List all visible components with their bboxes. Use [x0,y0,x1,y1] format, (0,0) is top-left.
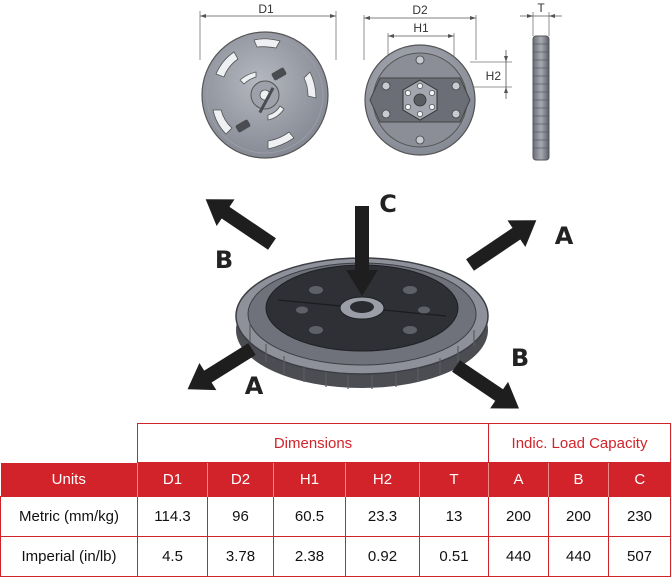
label-a-bottom: A [245,372,264,400]
header-d2: D2 [207,462,274,497]
dim-h1-label: H1 [413,21,429,35]
cell-a: 440 [488,536,549,577]
header-h2: H2 [345,462,420,497]
cell-h1: 60.5 [273,496,346,537]
label-b-top: B [215,246,233,274]
label-b-bottom: B [511,344,529,372]
row-unit-label: Imperial (in/lb) [0,536,138,577]
header-h1: H1 [273,462,346,497]
dim-d2-label: D2 [412,3,428,17]
arrow-a-bottom [187,343,256,391]
cell-h1: 2.38 [273,536,346,577]
arrow-a-top [466,220,537,271]
cell-d2: 3.78 [207,536,274,577]
cell-d1: 114.3 [137,496,208,537]
label-a-top: A [555,222,574,250]
dim-h2-label: H2 [486,69,502,83]
header-t: T [419,462,489,497]
cell-c: 230 [608,496,671,537]
cell-a: 200 [488,496,549,537]
cell-b: 200 [548,496,609,537]
table-row-imperial: Imperial (in/lb) 4.5 3.78 2.38 0.92 0.51… [0,536,671,577]
cell-h2: 23.3 [345,496,420,537]
cell-d1: 4.5 [137,536,208,577]
header-a: A [488,462,549,497]
label-c: C [379,190,397,218]
cell-t: 0.51 [419,536,489,577]
header-units: Units [0,462,138,497]
dim-d1-label: D1 [258,2,274,16]
load-arrows [187,199,537,409]
dim-t-label: T [537,1,545,15]
header-b: B [548,462,609,497]
group-load-capacity: Indic. Load Capacity [488,423,671,463]
cell-d2: 96 [207,496,274,537]
cell-t: 13 [419,496,489,537]
header-row: Units D1 D2 H1 H2 T A B C [0,462,671,497]
arrow-b-top [205,199,276,250]
cell-h2: 0.92 [345,536,420,577]
rear-view: D2 H1 H2 [363,3,512,156]
front-view: D1 [199,2,337,159]
isometric-bearing: C A B A B [187,190,574,409]
group-dimensions: Dimensions [137,423,489,463]
header-c: C [608,462,671,497]
side-view: T [520,1,562,161]
technical-drawings: D1 D2 H1 [187,1,574,409]
spec-table: Dimensions Indic. Load Capacity Units D1… [0,423,671,577]
arrow-b-bottom [452,360,520,409]
cell-b: 440 [548,536,609,577]
side-profile [532,35,550,161]
arrow-c [346,206,378,296]
table-row-metric: Metric (mm/kg) 114.3 96 60.5 23.3 13 200… [0,496,671,537]
header-d1: D1 [137,462,208,497]
row-unit-label: Metric (mm/kg) [0,496,138,537]
cell-c: 507 [608,536,671,577]
